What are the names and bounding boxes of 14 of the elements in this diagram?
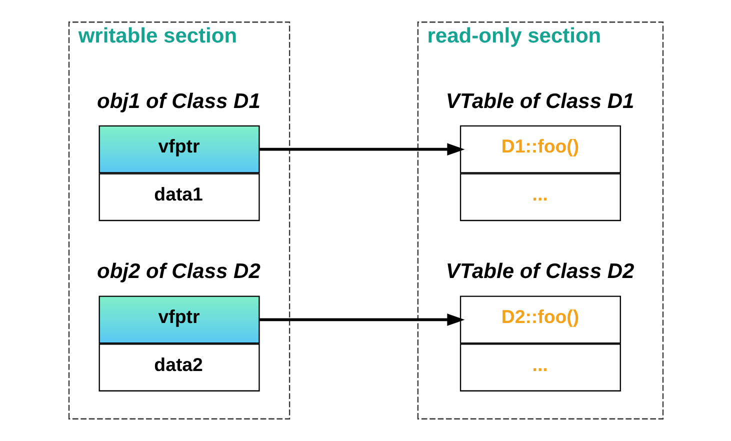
node-label: obj2 of Class D2 <box>96 260 260 284</box>
node-label: obj1 of Class D1 <box>96 90 260 113</box>
node-box: ... <box>459 344 620 392</box>
arrow <box>259 314 464 326</box>
node-label: VTable of Class D2 <box>445 260 634 284</box>
node-box: D2::foo() <box>459 296 620 344</box>
node-box: data2 <box>98 344 260 392</box>
node-box: ... <box>459 173 620 222</box>
node-label: VTable of Class D1 <box>445 90 634 113</box>
arrow <box>259 143 464 156</box>
node-box: data1 <box>98 173 260 222</box>
node-box: D1::foo() <box>459 125 620 174</box>
node-box: vfptr <box>98 125 260 174</box>
node-box: vfptr <box>98 296 260 344</box>
